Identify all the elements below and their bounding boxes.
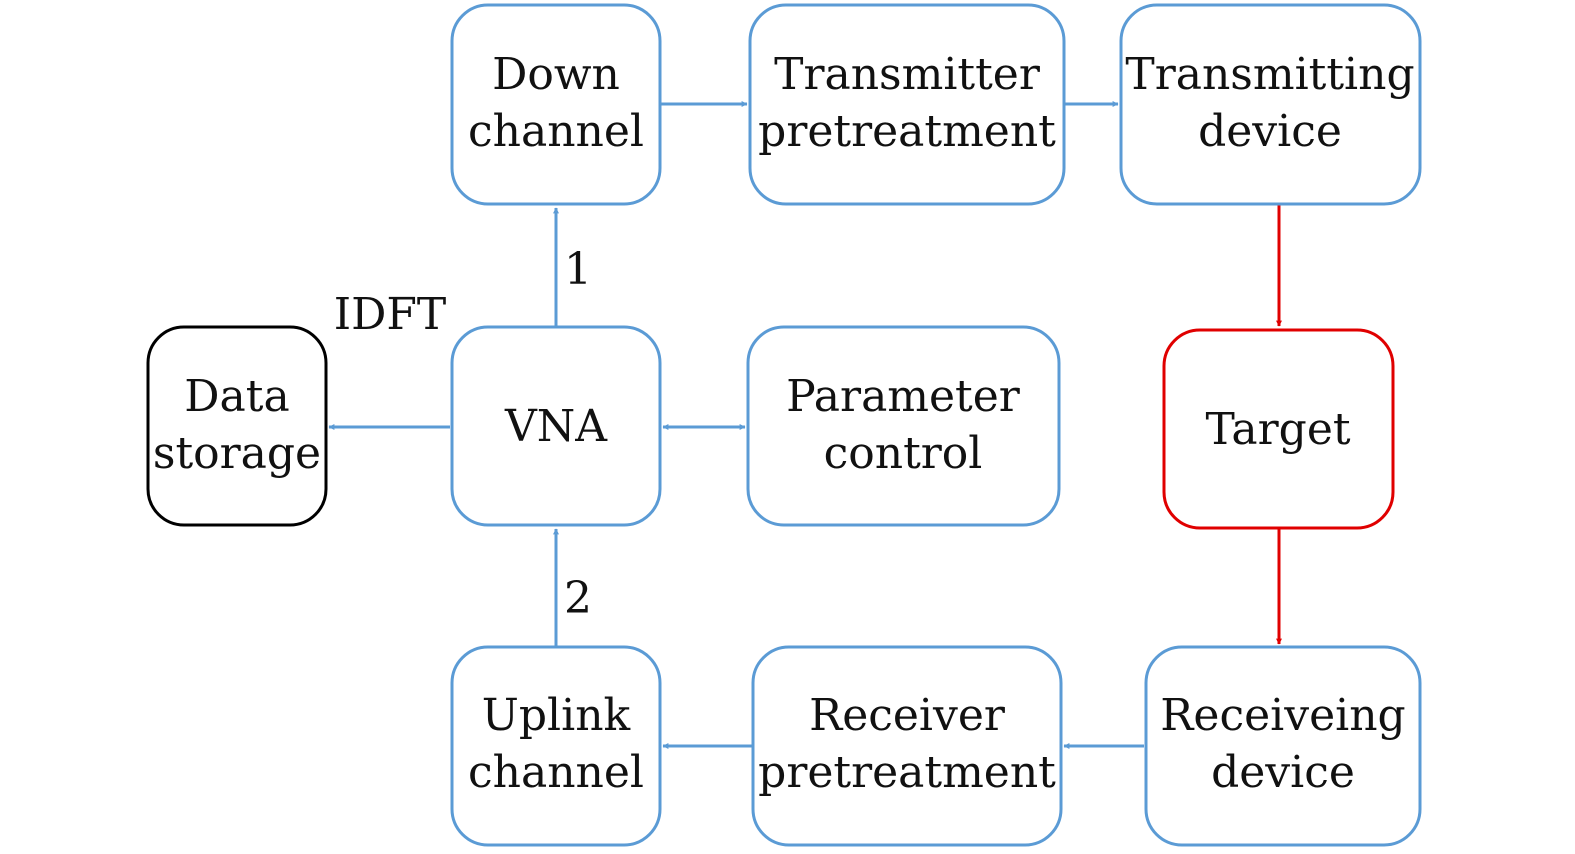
node-target: Target	[1162, 328, 1395, 530]
node-label-line-1: Parameter	[786, 371, 1021, 422]
node-parameter-control: Parameter control	[746, 325, 1061, 527]
node-data-storage: Data storage	[146, 325, 328, 527]
edges	[328, 101, 1282, 749]
node-receiver-pretreatment: Receiver pretreatment	[751, 645, 1063, 847]
node-label-line-2: pretreatment	[758, 106, 1056, 157]
node-transmitter-pretreatment: Transmitter pretreatment	[748, 3, 1066, 206]
node-label-line-2: device	[1198, 106, 1342, 157]
node-label-line-1: Receiveing	[1160, 690, 1405, 741]
node-down-channel: Down channel	[450, 3, 662, 206]
node-label-line-1: Uplink	[482, 690, 631, 741]
node-label-line-2: channel	[468, 747, 644, 798]
node-label-line-2: storage	[153, 428, 321, 479]
node-label: VNA	[504, 401, 608, 452]
node-label-line-1: Transmitter	[774, 49, 1041, 100]
node-label-line-1: Data	[184, 371, 289, 422]
node-label-line-1: Receiver	[809, 690, 1006, 741]
port-2-label: 2	[564, 573, 592, 624]
node-label-line-2: pretreatment	[758, 747, 1056, 798]
node-uplink-channel: Uplink channel	[450, 645, 662, 847]
node-label: Target	[1205, 404, 1350, 455]
node-receiving-device: Receiveing device	[1144, 645, 1422, 847]
node-label-line-2: control	[824, 428, 983, 479]
port-1-label: 1	[564, 244, 592, 295]
node-vna: VNA	[450, 325, 662, 527]
node-label-line-2: channel	[468, 106, 644, 157]
node-transmitting-device: Transmitting device	[1119, 3, 1422, 206]
node-label-line-1: Down	[492, 49, 620, 100]
node-label-line-2: device	[1211, 747, 1355, 798]
idft-label: IDFT	[334, 289, 447, 340]
node-label-line-1: Transmitting	[1125, 49, 1414, 100]
